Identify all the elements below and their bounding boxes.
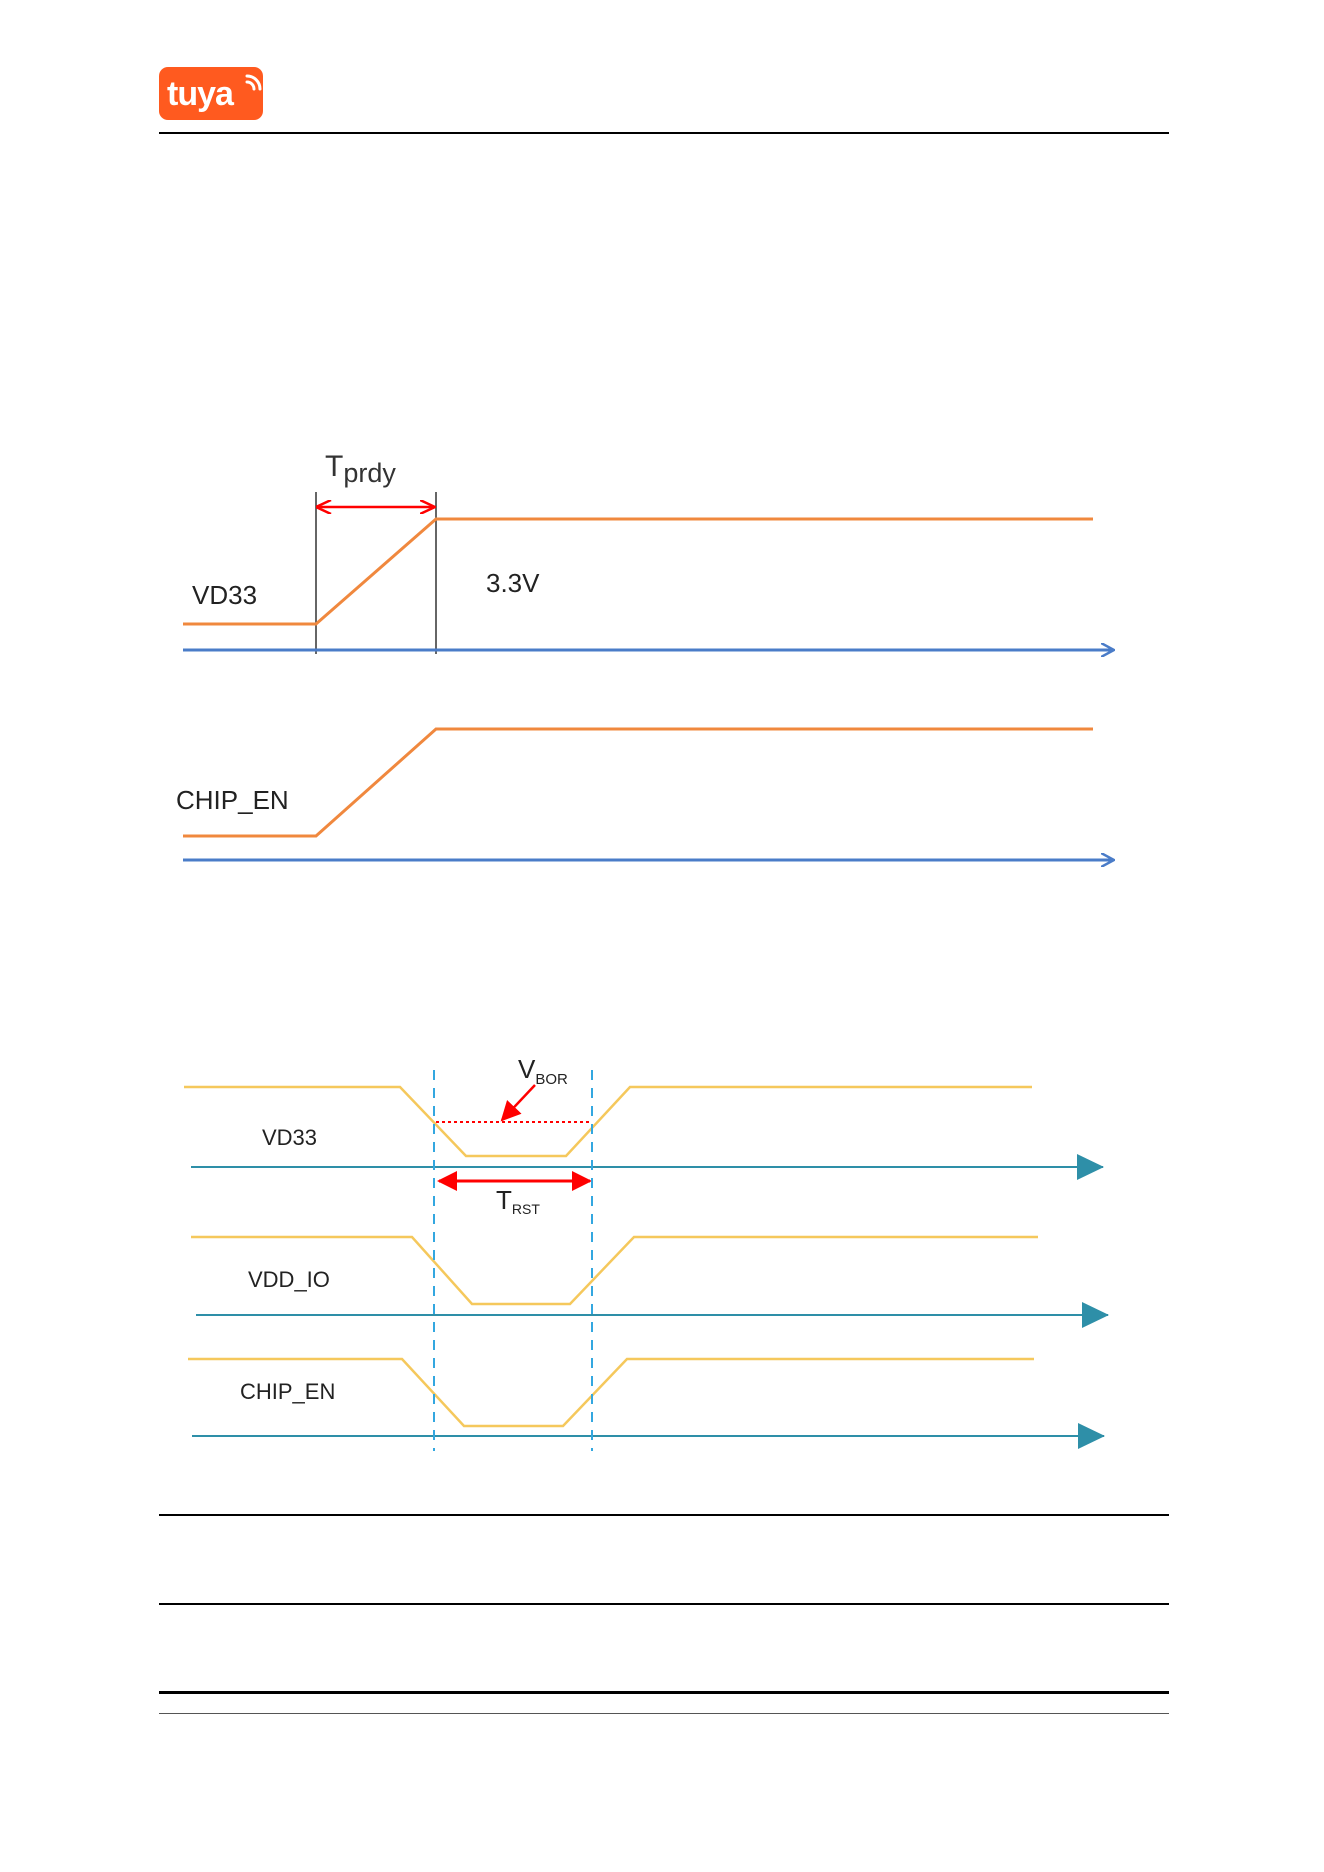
voltage-label: 3.3V xyxy=(486,568,540,598)
tprdy-label: Tprdy xyxy=(325,450,396,488)
vbor-label: VBOR xyxy=(518,1054,568,1088)
table-rule-4 xyxy=(159,1713,1169,1714)
chip-en-waveform xyxy=(183,729,1093,836)
table-rule-3 xyxy=(159,1691,1169,1694)
chip-en-reset-label: CHIP_EN xyxy=(240,1379,335,1404)
reset-timing-diagram: VBOR VD33 TRST VDD_IO CHIP_EN xyxy=(176,1045,1166,1470)
power-on-timing-diagram: Tprdy VD33 3.3V CHIP_EN xyxy=(168,446,1148,886)
header-rule xyxy=(159,132,1169,134)
logo-text: tuya xyxy=(167,75,235,113)
trst-label: TRST xyxy=(496,1185,540,1217)
chip-en-label: CHIP_EN xyxy=(176,785,289,815)
tuya-logo: tuya xyxy=(159,67,263,120)
table-rule-1 xyxy=(159,1514,1169,1516)
vbor-pointer-arrow xyxy=(502,1085,535,1120)
vd33-reset-label: VD33 xyxy=(262,1125,317,1150)
vdd-io-label: VDD_IO xyxy=(248,1267,330,1292)
vd33-waveform xyxy=(183,519,1093,624)
vd33-label: VD33 xyxy=(192,580,257,610)
table-rule-2 xyxy=(159,1603,1169,1605)
